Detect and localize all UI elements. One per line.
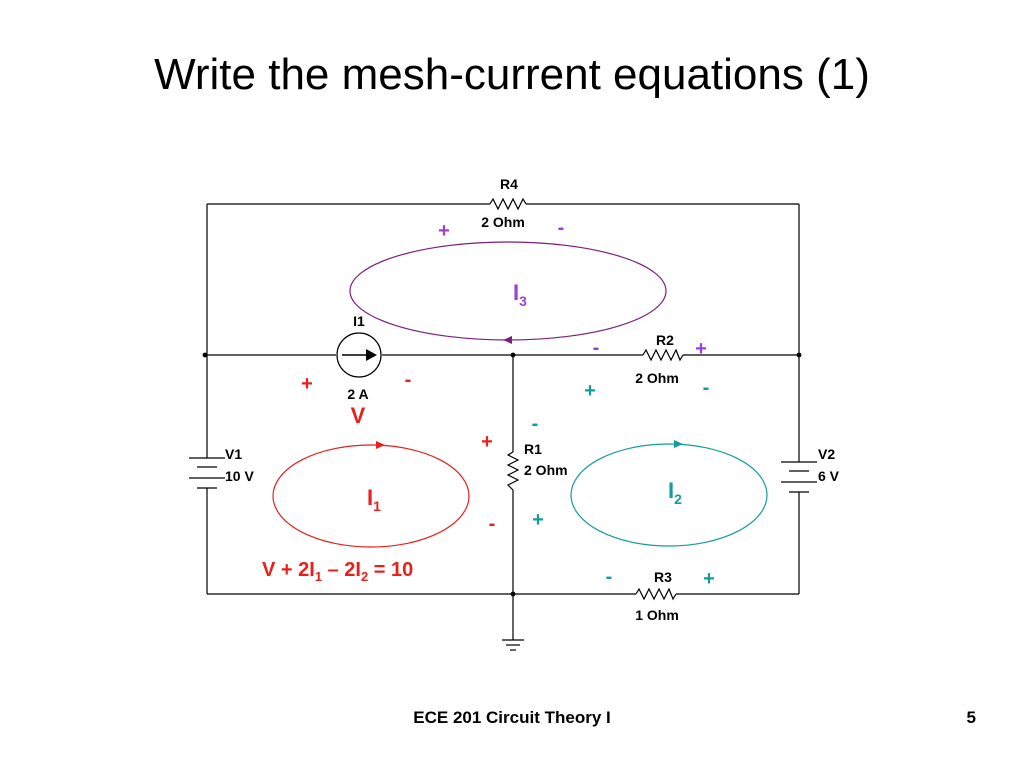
resistor-r1: R1 2 Ohm bbox=[506, 441, 568, 491]
sign-r1-plus-m1: + bbox=[481, 431, 493, 453]
sign-r4-plus: + bbox=[438, 220, 450, 242]
resistor-r2: R2 2 Ohm bbox=[635, 332, 684, 386]
voltage-source-v1: V1 10 V bbox=[189, 446, 254, 489]
current-source-i1: I1 2 A bbox=[336, 313, 382, 402]
sign-r3-plus: + bbox=[703, 568, 715, 590]
sign-r1-minus-m1: - bbox=[489, 513, 496, 535]
sign-r2-plus-m2: + bbox=[584, 380, 596, 402]
wires bbox=[206, 203, 800, 640]
mesh-equation: V + 2I1 – 2I2 = 10 bbox=[262, 559, 413, 584]
polarity-mesh1: + - + - V bbox=[301, 369, 495, 535]
footer-page-number: 5 bbox=[966, 708, 976, 727]
mesh-loop-3: I3 bbox=[349, 241, 667, 344]
sign-r2-plus-m3: + bbox=[695, 338, 707, 360]
resistor-r4: R4 2 Ohm bbox=[481, 176, 527, 230]
sign-r2-minus-m2: - bbox=[703, 377, 710, 399]
polarity-mesh2: + - - + - + bbox=[532, 377, 715, 590]
ground-symbol bbox=[502, 639, 524, 651]
resistor-r3: R3 1 Ohm bbox=[635, 569, 679, 623]
r4-value: 2 Ohm bbox=[481, 214, 525, 230]
sign-r1-plus-m2: + bbox=[532, 509, 544, 531]
sign-i1-plus: + bbox=[301, 373, 313, 395]
v2-name: V2 bbox=[818, 446, 835, 462]
voltage-source-v2: V2 6 V bbox=[781, 446, 840, 493]
sign-r2-minus-m3: - bbox=[593, 337, 600, 359]
sign-r1-minus-m2: - bbox=[532, 413, 539, 435]
node-right bbox=[796, 352, 802, 358]
r3-value: 1 Ohm bbox=[635, 607, 679, 623]
footer-course-title: ECE 201 Circuit Theory I bbox=[413, 708, 611, 727]
r2-name: R2 bbox=[656, 332, 674, 348]
slide-title: Write the mesh-current equations (1) bbox=[154, 50, 870, 99]
polarity-mesh3: + - - + bbox=[438, 217, 707, 360]
sign-r3-minus: - bbox=[606, 566, 613, 588]
i1-name: I1 bbox=[353, 313, 365, 329]
source-voltage-v-label: V bbox=[351, 403, 366, 428]
mesh-loop-1: I1 bbox=[272, 441, 470, 548]
r2-value: 2 Ohm bbox=[635, 370, 679, 386]
mesh3-label: I3 bbox=[513, 280, 527, 309]
v1-value: 10 V bbox=[225, 468, 254, 484]
mesh1-label: I1 bbox=[367, 485, 381, 514]
r4-name: R4 bbox=[500, 176, 518, 192]
node-bottom bbox=[510, 591, 516, 597]
r1-value: 2 Ohm bbox=[524, 462, 568, 478]
v2-value: 6 V bbox=[818, 468, 840, 484]
v1-name: V1 bbox=[225, 446, 242, 462]
i1-value: 2 A bbox=[347, 386, 368, 402]
node-left bbox=[202, 352, 208, 358]
mesh-loop-2: I2 bbox=[570, 440, 768, 547]
nodes bbox=[202, 352, 802, 597]
sign-i1-minus: - bbox=[405, 369, 412, 391]
sign-r4-minus: - bbox=[558, 217, 565, 239]
r3-name: R3 bbox=[654, 569, 672, 585]
node-center-top bbox=[510, 352, 516, 358]
r1-name: R1 bbox=[524, 441, 542, 457]
mesh2-label: I2 bbox=[668, 478, 682, 507]
